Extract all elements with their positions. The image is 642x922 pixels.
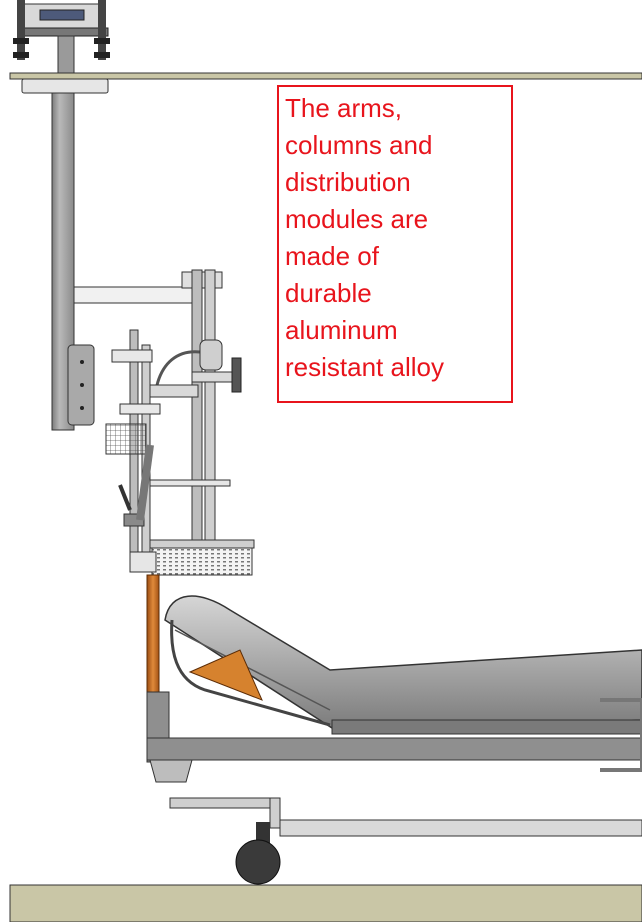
floor xyxy=(9,884,642,922)
callout-box: The arms, columns and distribution modul… xyxy=(277,85,513,403)
distribution-module xyxy=(129,539,255,576)
distribution-columns xyxy=(111,269,216,561)
callout-line: made of xyxy=(285,241,379,271)
headboard-post xyxy=(146,574,160,696)
caster-wheel xyxy=(235,839,281,885)
wire-basket xyxy=(105,423,147,455)
accessory-rail xyxy=(118,444,231,521)
callout-line: columns and xyxy=(285,130,433,160)
callout-line: The arms, xyxy=(285,93,403,123)
callout-line: aluminum xyxy=(285,315,398,345)
callout-line: modules are xyxy=(285,204,429,234)
callout-line: resistant alloy xyxy=(285,352,444,382)
monitor-mount xyxy=(149,339,242,398)
callout-line: durable xyxy=(285,278,372,308)
ceiling-mount-bracket xyxy=(13,0,110,75)
bed-frame xyxy=(146,691,642,844)
pendant-column xyxy=(21,78,109,431)
callout-line: distribution xyxy=(285,167,411,197)
ceiling-slab xyxy=(9,72,642,80)
bed-mattress xyxy=(164,595,642,772)
